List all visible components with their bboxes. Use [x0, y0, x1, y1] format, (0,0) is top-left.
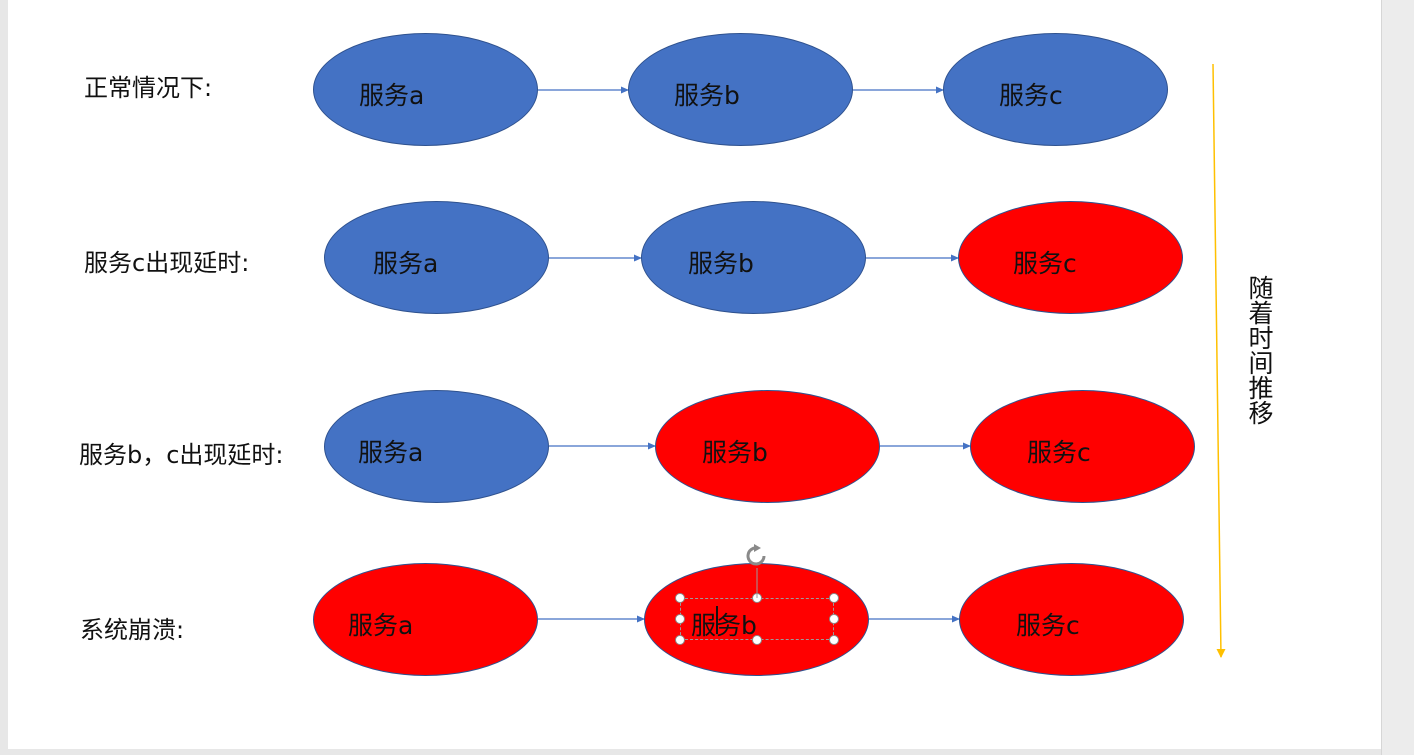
resize-handle-bottom-right[interactable]	[829, 635, 839, 645]
node-service-a-row4[interactable]: 服务a	[313, 563, 538, 676]
row-label-normal: 正常情况下:	[84, 74, 213, 102]
node-label: 服务b	[702, 438, 768, 467]
time-axis-label: 随着时间推移	[1248, 274, 1274, 428]
node-service-c-row3[interactable]: 服务c	[970, 390, 1195, 503]
time-arrow-head	[1216, 649, 1226, 658]
resize-handle-top-left[interactable]	[675, 593, 685, 603]
row-label-system-crash: 系统崩溃:	[80, 616, 185, 644]
node-label: 服务a	[359, 81, 425, 110]
resize-handle-bottom-left[interactable]	[675, 635, 685, 645]
row-label-c-delayed: 服务c出现延时:	[84, 249, 250, 277]
node-service-a-row3[interactable]: 服务a	[324, 390, 549, 503]
resize-handle-right[interactable]	[829, 614, 839, 624]
node-label: 服务a	[348, 611, 414, 640]
node-label: 服务b	[691, 611, 757, 640]
time-arrow	[1212, 63, 1222, 658]
node-service-c-row4[interactable]: 服务c	[959, 563, 1184, 676]
node-service-c-row2[interactable]: 服务c	[958, 201, 1183, 314]
right-scroll-gutter	[1381, 0, 1414, 755]
node-service-b-row2[interactable]: 服务b	[641, 201, 866, 314]
node-label: 服务b	[688, 249, 754, 278]
resize-handle-top-right[interactable]	[829, 593, 839, 603]
node-label: 服务c	[1016, 611, 1080, 640]
node-label: 服务a	[373, 249, 439, 278]
rotate-icon	[746, 544, 766, 566]
node-service-b-normal[interactable]: 服务b	[628, 33, 853, 146]
node-label: 服务a	[358, 438, 424, 467]
node-label: 服务c	[1013, 249, 1077, 278]
node-service-b-row3[interactable]: 服务b	[655, 390, 880, 503]
resize-handle-bottom[interactable]	[752, 635, 762, 645]
node-label: 服务b	[674, 81, 740, 110]
node-label: 服务c	[1027, 438, 1091, 467]
rotate-handle[interactable]	[742, 542, 774, 598]
resize-handle-left[interactable]	[675, 614, 685, 624]
node-service-c-normal[interactable]: 服务c	[943, 33, 1168, 146]
node-label: 服务c	[999, 81, 1063, 110]
text-caret	[716, 606, 718, 634]
row-label-bc-delayed: 服务b，c出现延时:	[79, 441, 284, 469]
node-service-a-normal[interactable]: 服务a	[313, 33, 538, 146]
node-service-a-row2[interactable]: 服务a	[324, 201, 549, 314]
text-box-selection[interactable]	[680, 598, 834, 640]
